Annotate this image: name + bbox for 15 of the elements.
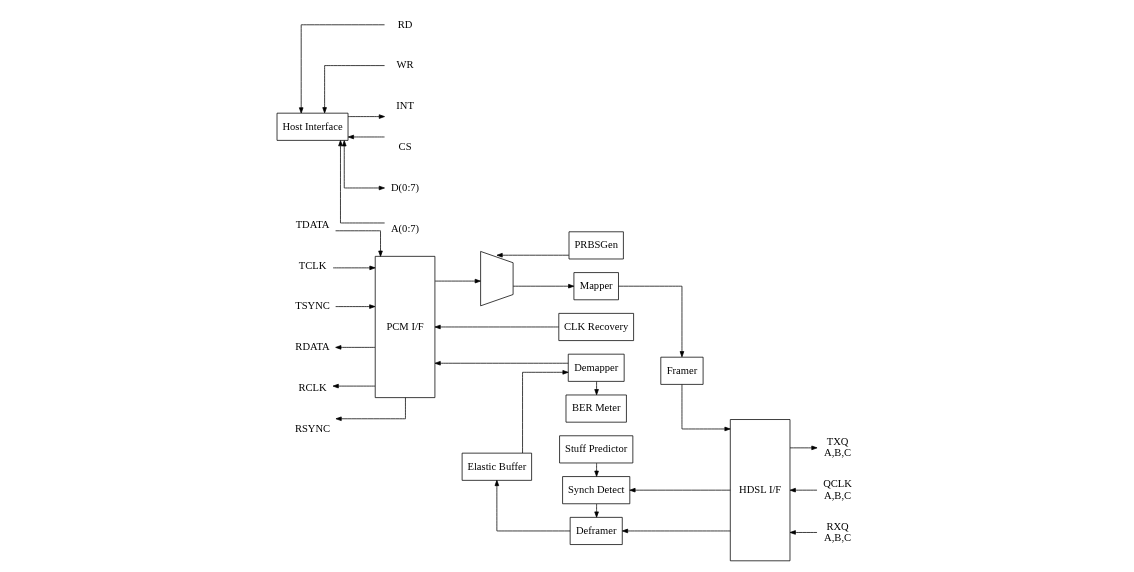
node-text: TDATA (295, 218, 329, 230)
node-text: INT (395, 100, 414, 112)
node-text: WR (396, 59, 414, 71)
node-text: TSYNC (294, 300, 330, 312)
node-text: D(0:7) (390, 181, 419, 193)
node-text: A(0:7) (390, 222, 419, 234)
node-text: QCLK A,B,C (822, 478, 852, 501)
node-text: TCLK (298, 259, 326, 271)
node-text: RD (397, 18, 412, 30)
node-text: RCLK (297, 381, 327, 393)
node-text: RXQ A,B,C (823, 520, 851, 543)
node-text: TXQ A,B,C (823, 435, 851, 459)
node-text: RSYNC (294, 422, 330, 434)
node-text: RDATA (294, 341, 330, 353)
node-text: CS (398, 140, 412, 152)
